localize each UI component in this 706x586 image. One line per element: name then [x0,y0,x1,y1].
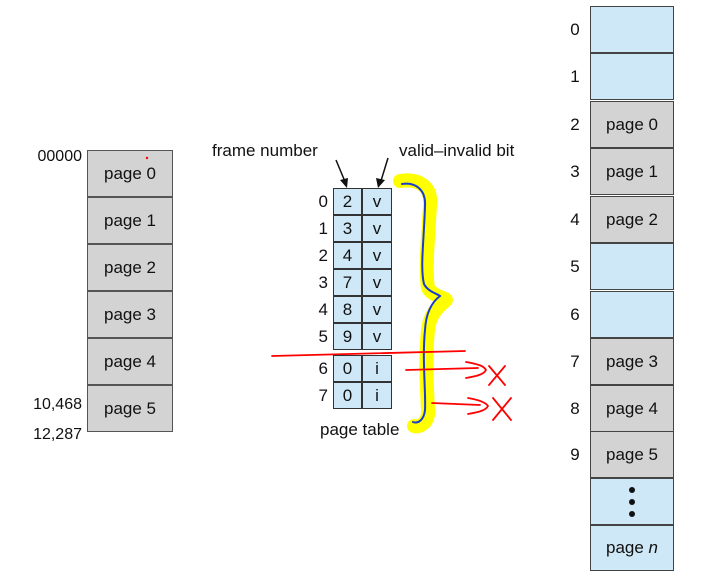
page-table-frame: 3 [333,215,362,242]
page-table-frame: 0 [333,382,362,409]
logical-page-1: page 1 [87,197,173,244]
page-table-index: 2 [318,246,328,265]
page-table-bit: v [362,242,392,269]
frame-cell [590,6,674,53]
frame-cell: page 1 [590,148,674,195]
logical-page-3: page 3 [87,291,173,338]
page-table-index: 5 [318,327,328,346]
logical-address-end: 12,287 [33,426,82,443]
frame-cell [590,53,674,100]
page-table-bit: v [362,296,392,323]
page-table-index: 7 [318,386,328,405]
page-table-frame: 2 [333,188,362,215]
page-table-frame: 4 [333,242,362,269]
page-table-index: 1 [318,219,328,238]
frame-index: 0 [570,20,580,39]
yellow-highlight-brace [393,173,453,434]
logical-address-start: 00000 [37,148,83,165]
frame-cell: page 2 [590,196,674,243]
red-x-row7 [492,397,512,421]
valid-invalid-bit-header: valid–invalid bit [399,141,515,160]
page-table-index: 6 [318,359,328,378]
frame-page-n: page n [590,525,674,571]
vertical-ellipsis-icon [629,486,635,517]
frame-index: 6 [570,305,580,324]
page-table-index: 3 [318,273,328,292]
page-table-frame: 0 [333,355,362,382]
page-table-caption: page table [320,420,400,439]
frame-cell [590,291,674,338]
frame-index: 5 [570,257,580,276]
frame-index: 4 [570,210,580,229]
frame-ellipsis [590,478,674,525]
frame-index: 8 [570,399,580,418]
page-table-bit: i [362,382,392,409]
frame-index: 2 [570,115,580,134]
red-arrow-row7 [431,397,490,415]
frame-index: 1 [570,67,580,86]
page-table-bit: v [362,323,392,350]
red-x-row6 [488,365,506,386]
frame-number-arrowhead [340,178,348,188]
page-table-bit: v [362,215,392,242]
frame-cell: page 0 [590,101,674,148]
page-n-label: page n [605,538,658,557]
valid-bit-arrowhead [376,178,385,188]
page-table-frame: 7 [333,269,362,296]
frame-cell: page 3 [590,338,674,385]
logical-page-5: page 5 [87,385,173,432]
page-table-frame: 9 [333,323,362,350]
frame-index: 7 [570,352,580,371]
page-table-index: 4 [318,300,328,319]
page-table-bit: i [362,355,392,382]
frame-cell: page 5 [590,431,674,478]
logical-page-2: page 2 [87,244,173,291]
logical-page-4: page 4 [87,338,173,385]
frame-index: 9 [570,445,580,464]
logical-page-0: page 0 [87,150,173,197]
page-table-index: 0 [318,192,328,211]
frame-cell [590,243,674,290]
logical-address-page5: 10,468 [33,396,82,413]
frame-index: 3 [570,162,580,181]
frame-cell: page 4 [590,385,674,432]
blue-pen-brace [401,182,442,424]
page-table-bit: v [362,269,392,296]
red-arrow-row6 [405,361,488,379]
page-table-frame: 8 [333,296,362,323]
red-dot [145,156,149,160]
red-divider-line [271,350,466,357]
frame-number-header: frame number [212,141,318,160]
page-table-bit: v [362,188,392,215]
